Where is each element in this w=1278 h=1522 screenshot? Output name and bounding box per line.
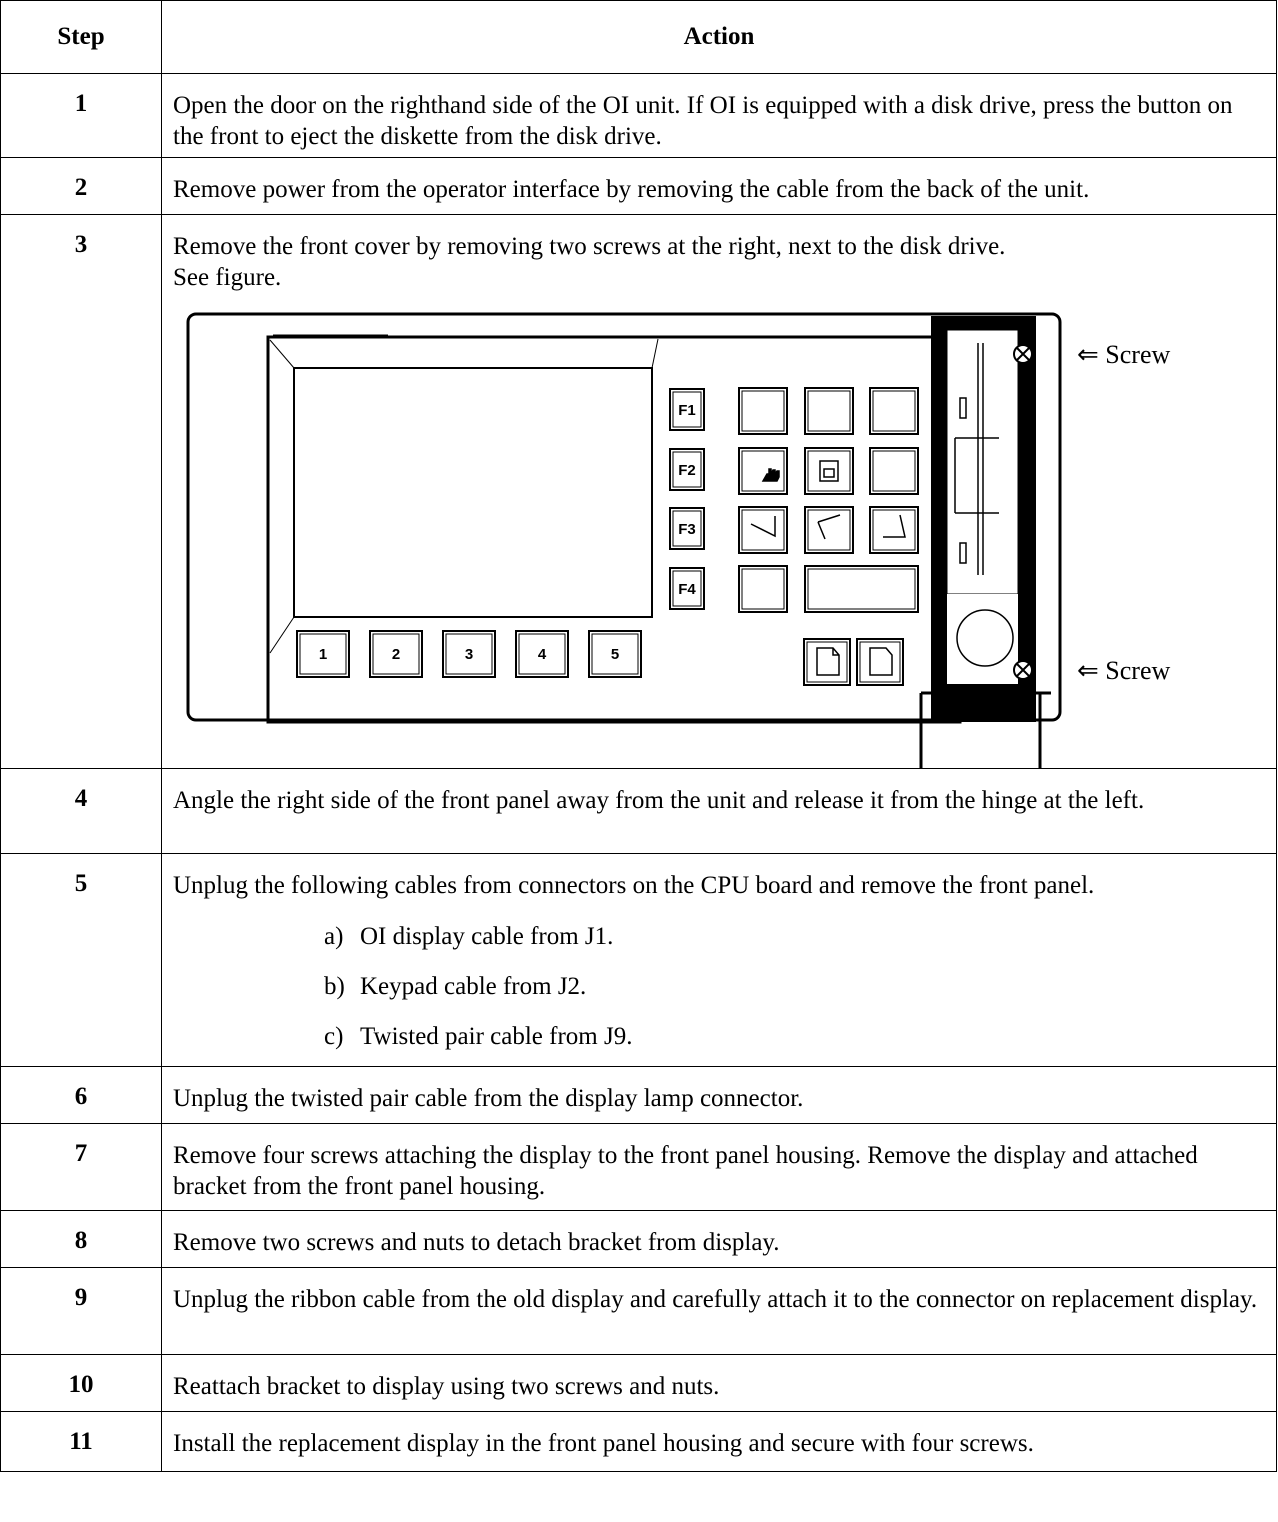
step-number: 4 <box>0 768 162 854</box>
step-number: 6 <box>0 1066 162 1124</box>
disk-drive <box>931 316 1036 722</box>
screw-label-bottom: ⇐ Screw <box>1077 656 1170 685</box>
key-1-label: 1 <box>319 646 327 663</box>
sub-step-text: Twisted pair cable from J9. <box>360 1023 633 1050</box>
step-action: Unplug the following cables from connect… <box>173 872 1095 899</box>
table-row: 1 Open the door on the righthand side of… <box>0 73 1277 158</box>
key-2-label: 2 <box>392 646 400 663</box>
angle-left-icon <box>750 516 776 538</box>
key-f3-label: F3 <box>678 521 696 538</box>
table-row: 2 Remove power from the operator interfa… <box>0 157 1277 215</box>
step-action-note: See figure. <box>173 264 282 291</box>
table-row: 9 Unplug the ribbon cable from the old d… <box>0 1267 1277 1355</box>
key-f2-label: F2 <box>678 462 696 479</box>
step-number: 8 <box>0 1210 162 1268</box>
page-down-icon <box>816 647 840 676</box>
table-row: 6 Unplug the twisted pair cable from the… <box>0 1066 1277 1124</box>
table-row: 4 Angle the right side of the front pane… <box>0 768 1277 854</box>
angle-up-icon <box>817 514 841 540</box>
procedure-table: Step Action 1 Open the door on the right… <box>0 0 1277 1472</box>
angle-right-icon <box>883 514 906 538</box>
step-header: Step <box>0 0 162 74</box>
step-action: Install the replacement display in the f… <box>161 1411 1277 1472</box>
sub-step: b) Keypad cable from J2. <box>324 971 1268 1002</box>
step-number: 10 <box>0 1354 162 1412</box>
action-header: Action <box>161 0 1277 74</box>
number-keys: 1 2 3 4 5 <box>296 630 642 678</box>
keypad-grid <box>738 387 919 613</box>
step-number: 2 <box>0 157 162 215</box>
header-row: Step Action <box>0 0 1277 74</box>
square-inner-icon <box>823 468 835 478</box>
table-row: 8 Remove two screws and nuts to detach b… <box>0 1210 1277 1268</box>
table-row: 3 Remove the front cover by removing two… <box>0 214 1277 769</box>
sub-step-text: Keypad cable from J2. <box>360 973 587 1000</box>
page-keys <box>803 638 904 686</box>
sub-step: c) Twisted pair cable from J9. <box>324 1021 1268 1052</box>
step-action: Reattach bracket to display using two sc… <box>161 1354 1277 1412</box>
key-3-label: 3 <box>465 646 473 663</box>
table-row: 11 Install the replacement display in th… <box>0 1411 1277 1472</box>
square-icon <box>819 460 839 482</box>
oi-front-panel-figure: F1 F2 F3 F4 <box>173 293 1273 768</box>
table-row: 7 Remove four screws attaching the displ… <box>0 1123 1277 1211</box>
sub-step-label: b) <box>324 973 345 1000</box>
step-action: Remove power from the operator interface… <box>161 157 1277 215</box>
step-action: Unplug the ribbon cable from the old dis… <box>161 1267 1277 1355</box>
sub-step-text: OI display cable from J1. <box>360 923 614 950</box>
step-number: 11 <box>0 1411 162 1472</box>
key-f1-label: F1 <box>678 402 696 419</box>
step-number: 7 <box>0 1123 162 1211</box>
sub-step-label: c) <box>324 1023 344 1050</box>
step-number: 5 <box>0 853 162 1067</box>
step-action: Angle the right side of the front panel … <box>161 768 1277 854</box>
sub-step: a) OI display cable from J1. <box>324 921 1268 952</box>
key-5-label: 5 <box>611 646 619 663</box>
step-number: 3 <box>0 214 162 769</box>
page-up-icon <box>869 647 893 676</box>
screw-label-top: ⇐ Screw <box>1077 340 1170 369</box>
function-keys: F1 F2 F3 F4 <box>669 388 705 610</box>
table-row: 10 Reattach bracket to display using two… <box>0 1354 1277 1412</box>
step-action: Remove the front cover by removing two s… <box>173 233 1006 260</box>
step-action: Open the door on the righthand side of t… <box>161 73 1277 158</box>
step-number: 9 <box>0 1267 162 1355</box>
step-action: Remove two screws and nuts to detach bra… <box>161 1210 1277 1268</box>
hand-icon <box>761 468 780 482</box>
step-action: Unplug the twisted pair cable from the d… <box>161 1066 1277 1124</box>
key-f4-label: F4 <box>678 581 696 598</box>
key-4-label: 4 <box>538 646 547 663</box>
sub-step-label: a) <box>324 923 344 950</box>
step-action: Remove four screws attaching the display… <box>161 1123 1277 1211</box>
step-number: 1 <box>0 73 162 158</box>
table-row: 5 Unplug the following cables from conne… <box>0 853 1277 1067</box>
